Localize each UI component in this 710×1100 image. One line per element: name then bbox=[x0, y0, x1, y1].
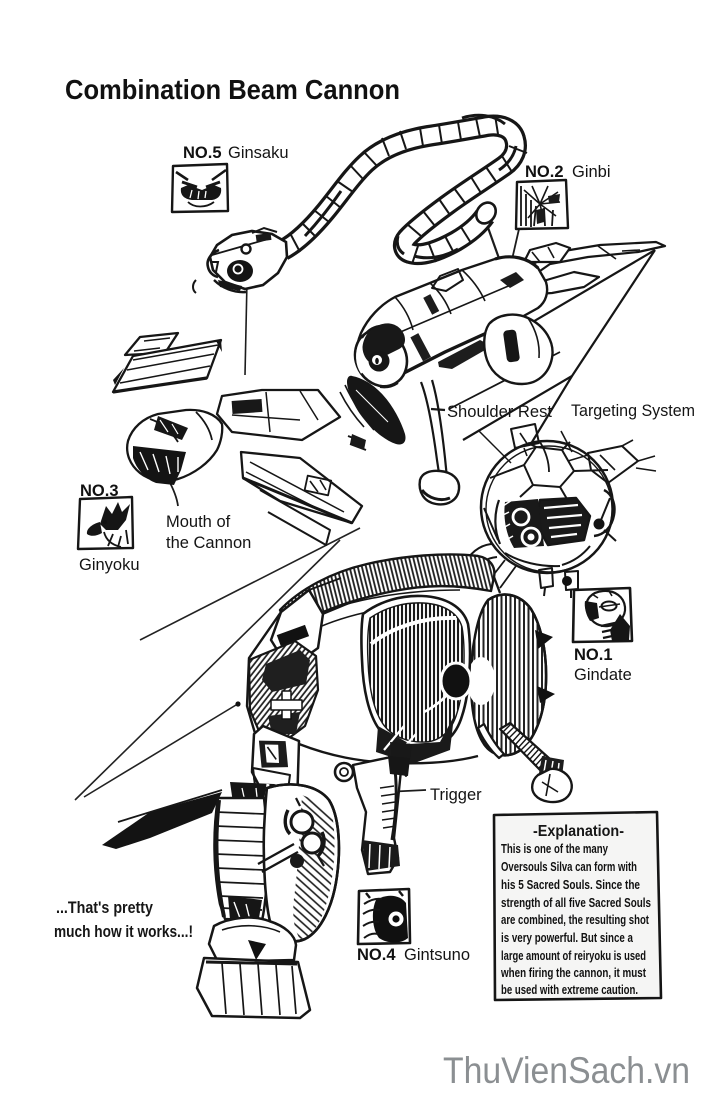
svg-text:NO.3: NO.3 bbox=[80, 482, 119, 500]
svg-text:NO.2: NO.2 bbox=[525, 163, 564, 181]
svg-text:Combination Beam Cannon: Combination Beam Cannon bbox=[65, 74, 400, 105]
svg-text:be used with extreme caution.: be used with extreme caution. bbox=[501, 982, 638, 997]
svg-text:...That's pretty: ...That's pretty bbox=[56, 898, 153, 917]
svg-text:ThuVienSach.vn: ThuVienSach.vn bbox=[443, 1050, 690, 1091]
svg-text:-Explanation-: -Explanation- bbox=[533, 823, 624, 840]
svg-text:large amount of reiryoku is us: large amount of reiryoku is used bbox=[501, 948, 646, 963]
svg-text:strength of all five Sacred So: strength of all five Sacred Souls bbox=[501, 895, 651, 910]
svg-text:This is one of the many: This is one of the many bbox=[501, 841, 609, 856]
svg-text:Gindate: Gindate bbox=[574, 666, 632, 684]
svg-text:Ginbi: Ginbi bbox=[572, 163, 611, 181]
svg-text:his 5 Sacred Souls. Since the: his 5 Sacred Souls. Since the bbox=[501, 877, 640, 892]
svg-text:much how it works...!: much how it works...! bbox=[54, 922, 193, 941]
svg-text:Ginyoku: Ginyoku bbox=[79, 556, 140, 574]
svg-text:Mouth of: Mouth of bbox=[166, 513, 231, 531]
svg-text:are combined, the resulting sh: are combined, the resulting shot bbox=[501, 912, 649, 927]
svg-text:NO.4: NO.4 bbox=[357, 946, 396, 964]
svg-text:the Cannon: the Cannon bbox=[166, 534, 251, 552]
svg-text:NO.1: NO.1 bbox=[574, 646, 613, 664]
svg-text:Shoulder Rest: Shoulder Rest bbox=[447, 403, 552, 421]
svg-text:Trigger: Trigger bbox=[430, 786, 482, 804]
svg-text:when firing the cannon, it mus: when firing the cannon, it must bbox=[500, 965, 646, 980]
svg-text:Targeting System: Targeting System bbox=[571, 402, 695, 420]
svg-text:Gintsuno: Gintsuno bbox=[404, 946, 470, 964]
svg-text:NO.5: NO.5 bbox=[183, 144, 222, 162]
svg-text:Oversouls Silva can form with: Oversouls Silva can form with bbox=[501, 859, 637, 874]
svg-text:is very powerful. But since a: is very powerful. But since a bbox=[501, 930, 634, 945]
svg-text:Ginsaku: Ginsaku bbox=[228, 144, 289, 162]
